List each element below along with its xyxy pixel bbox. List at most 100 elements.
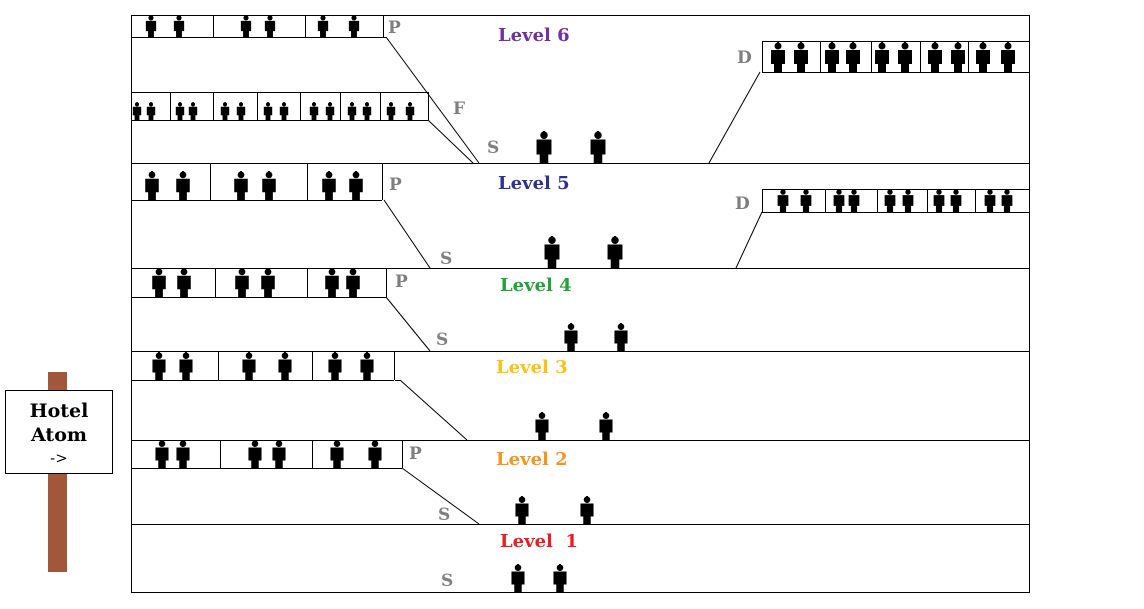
person-hat bbox=[352, 268, 354, 271]
person-body bbox=[325, 106, 335, 120]
person-icon bbox=[177, 268, 191, 297]
sublevel-6f-letter: F bbox=[453, 99, 465, 119]
person-head bbox=[222, 102, 228, 107]
person-body bbox=[317, 20, 329, 37]
person-hat bbox=[179, 102, 181, 104]
person-head bbox=[325, 171, 333, 179]
person-body bbox=[833, 195, 845, 212]
person-body bbox=[1001, 50, 1015, 72]
person-hat bbox=[185, 352, 187, 355]
person-body bbox=[614, 330, 628, 351]
person-head bbox=[349, 268, 357, 276]
person-body bbox=[898, 50, 912, 72]
person-hat bbox=[328, 171, 330, 174]
person-hat bbox=[881, 42, 883, 45]
person-icon bbox=[898, 42, 912, 72]
sublevel-4p-letter: P bbox=[395, 272, 408, 292]
person-head bbox=[275, 440, 283, 447]
person-hat bbox=[1006, 189, 1008, 192]
person-body bbox=[580, 503, 594, 524]
hotel-sign: Hotel Atom -> bbox=[5, 390, 113, 474]
person-hat bbox=[245, 15, 247, 18]
person-icon bbox=[279, 102, 289, 120]
person-head bbox=[311, 102, 317, 107]
person-hat bbox=[559, 564, 561, 567]
level-1-label: Level 1 bbox=[500, 531, 578, 552]
person-head bbox=[327, 102, 333, 107]
person-body bbox=[309, 106, 319, 120]
person-head bbox=[363, 352, 371, 359]
person-icon bbox=[220, 102, 230, 120]
person-icon bbox=[386, 102, 396, 120]
person-icon bbox=[242, 352, 256, 380]
person-icon bbox=[564, 323, 578, 351]
person-hat bbox=[831, 42, 833, 45]
person-icon bbox=[179, 352, 193, 380]
person-head bbox=[364, 102, 370, 107]
person-icon bbox=[176, 171, 190, 200]
person-body bbox=[349, 178, 363, 200]
person-icon bbox=[236, 102, 246, 120]
person-hat bbox=[336, 440, 338, 443]
person-head bbox=[407, 102, 413, 107]
person-head bbox=[780, 189, 786, 195]
person-hat bbox=[800, 42, 802, 45]
person-head bbox=[611, 236, 619, 244]
person-hat bbox=[605, 412, 607, 415]
person-icon bbox=[146, 102, 156, 120]
person-icon bbox=[263, 102, 273, 120]
person-head bbox=[1004, 42, 1012, 50]
sign-arrow: -> bbox=[50, 449, 68, 467]
hotel-outline bbox=[131, 15, 1030, 593]
person-body bbox=[235, 275, 249, 297]
person-icon bbox=[176, 440, 190, 468]
person-head bbox=[979, 42, 987, 50]
level-4-label: Level 4 bbox=[500, 275, 572, 296]
person-body bbox=[848, 195, 860, 212]
person-icon bbox=[553, 564, 567, 592]
person-body bbox=[262, 178, 276, 200]
person-hat bbox=[542, 131, 546, 135]
sublevel-1s-letter: S bbox=[441, 571, 453, 591]
person-head bbox=[828, 42, 836, 50]
person-head bbox=[936, 189, 942, 195]
person-body bbox=[330, 447, 344, 468]
person-head bbox=[243, 15, 249, 21]
person-icon bbox=[875, 42, 889, 72]
person-head bbox=[878, 42, 886, 50]
person-head bbox=[155, 268, 163, 276]
person-body bbox=[800, 195, 812, 212]
person-icon bbox=[544, 236, 560, 268]
person-body bbox=[325, 275, 339, 297]
person-icon bbox=[976, 42, 990, 72]
person-hat bbox=[938, 189, 940, 192]
person-icon bbox=[1001, 42, 1015, 72]
person-hat bbox=[182, 171, 184, 174]
person-icon bbox=[325, 268, 339, 297]
person-hat bbox=[150, 15, 152, 18]
person-body bbox=[564, 330, 578, 351]
person-icon bbox=[240, 15, 252, 37]
person-head bbox=[155, 352, 163, 359]
person-icon bbox=[833, 189, 845, 212]
person-head bbox=[954, 42, 962, 50]
person-hat bbox=[390, 102, 392, 104]
level-3-label: Level 3 bbox=[496, 357, 568, 378]
person-head bbox=[953, 189, 959, 195]
person-head bbox=[281, 352, 289, 359]
person-body bbox=[368, 447, 382, 468]
person-icon bbox=[328, 352, 342, 380]
person-body bbox=[236, 106, 246, 120]
person-icon bbox=[951, 42, 965, 72]
person-head bbox=[238, 102, 244, 107]
level5-p-ramp bbox=[383, 199, 431, 269]
sublevel-2p-letter: P bbox=[409, 444, 422, 464]
person-body bbox=[362, 106, 372, 120]
person-icon bbox=[346, 268, 360, 297]
person-icon bbox=[132, 102, 142, 120]
person-body bbox=[188, 106, 198, 120]
person-body bbox=[928, 50, 942, 72]
person-icon bbox=[984, 189, 996, 212]
person-icon bbox=[234, 171, 248, 200]
person-body bbox=[405, 106, 415, 120]
